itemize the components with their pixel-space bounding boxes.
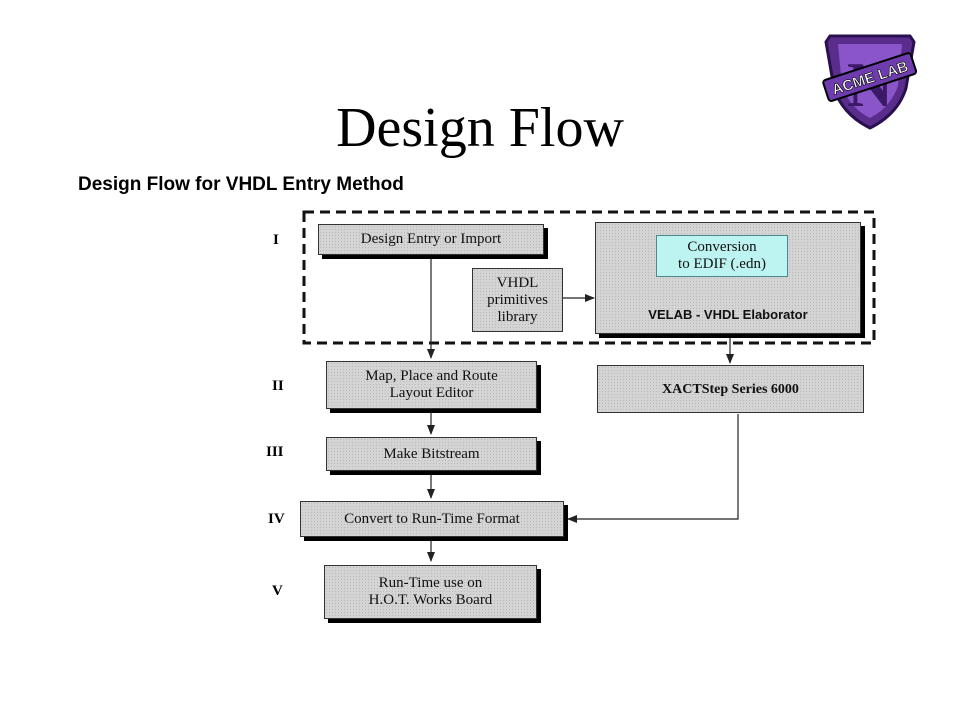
design-entry-box: Design Entry or Import (318, 224, 544, 255)
stage-label-2: II (272, 378, 284, 394)
xactstep-label: XACTStep Series 6000 (662, 381, 799, 397)
velab-box: Conversion to EDIF (.edn) VELAB - VHDL E… (595, 222, 861, 334)
design-entry-label: Design Entry or Import (360, 231, 502, 247)
conversion-box: Conversion to EDIF (.edn) (656, 235, 788, 277)
vhdl-primitives-box: VHDL primitives library (472, 268, 563, 332)
stage-label-1: I (273, 232, 279, 248)
map-place-route-box: Map, Place and Route Layout Editor (326, 361, 537, 409)
stage-label-3: III (266, 444, 284, 460)
convert-runtime-label: Convert to Run-Time Format (344, 510, 520, 527)
diagram-subtitle: Design Flow for VHDL Entry Method (78, 174, 404, 195)
runtime-use-label: Run-Time use on H.O.T. Works Board (368, 575, 493, 608)
make-bitstream-box: Make Bitstream (326, 437, 537, 471)
acme-lab-logo: N ACME LAB (818, 28, 922, 132)
vhdl-primitives-label: VHDL primitives library (487, 274, 548, 325)
convert-runtime-box: Convert to Run-Time Format (300, 501, 564, 537)
velab-label: VELAB - VHDL Elaborator (648, 307, 808, 322)
page-title: Design Flow (336, 97, 624, 159)
map-place-route-label: Map, Place and Route Layout Editor (365, 368, 498, 401)
runtime-use-box: Run-Time use on H.O.T. Works Board (324, 565, 537, 619)
elaboration-group-border (302, 210, 876, 345)
stage-label-4: IV (268, 511, 285, 527)
stage-label-5: V (272, 583, 283, 599)
conversion-label: Conversion to EDIF (.edn) (678, 239, 766, 272)
make-bitstream-label: Make Bitstream (383, 445, 480, 462)
xactstep-box: XACTStep Series 6000 (597, 365, 864, 413)
arrow-xact-to-convert (567, 414, 739, 523)
